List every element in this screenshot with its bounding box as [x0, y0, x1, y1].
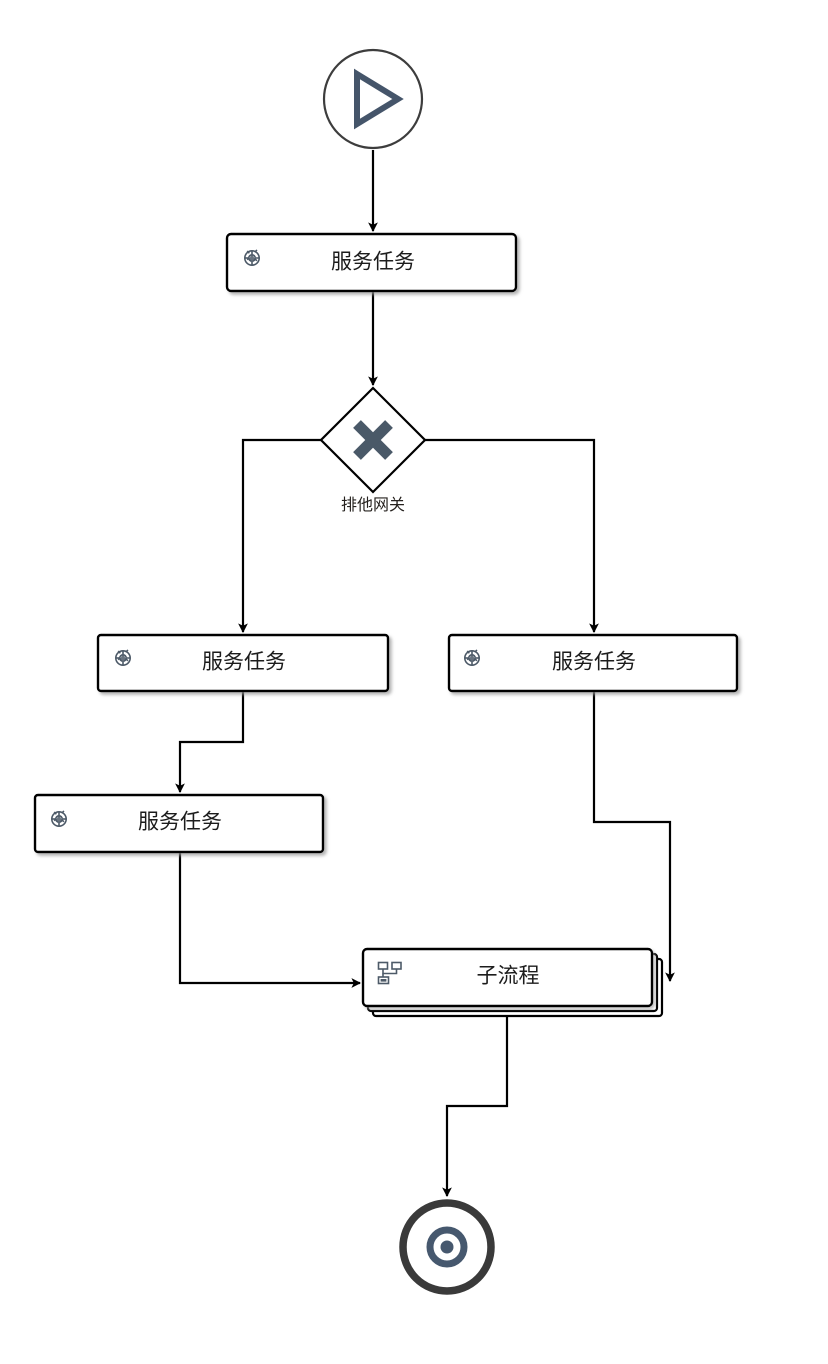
- exclusive-gateway-node[interactable]: 排他网关: [319, 386, 427, 514]
- end-event-node[interactable]: [399, 1199, 495, 1295]
- sequence-flows: [175, 150, 675, 1197]
- sub-process-node[interactable]: 子流程: [361, 947, 664, 1018]
- gear-icon: [464, 649, 480, 666]
- play-triangle-icon: [354, 68, 404, 130]
- service-task-2-node[interactable]: 服务任务: [96, 633, 390, 693]
- flow-task4-to-subprocess: [178, 852, 361, 988]
- service-task-4-label: 服务任务: [138, 811, 222, 834]
- flow-gateway-to-task3: [425, 438, 599, 633]
- subprocess-icon: [377, 961, 402, 985]
- service-task-3-node[interactable]: 服务任务: [447, 633, 739, 693]
- terminate-center-dot: [440, 1240, 454, 1254]
- service-task-1-box: [225, 232, 518, 293]
- service-task-2-box: [96, 633, 390, 693]
- start-event-node[interactable]: [322, 48, 424, 150]
- start-event-circle: [322, 48, 424, 150]
- gear-icon: [51, 810, 67, 827]
- service-task-1-node[interactable]: 服务任务: [225, 232, 518, 293]
- service-task-1-label: 服务任务: [331, 251, 415, 274]
- service-task-4-node[interactable]: 服务任务: [33, 793, 325, 854]
- exclusive-gateway-label: 排他网关: [341, 496, 405, 514]
- flow-task3-to-subprocess: [592, 691, 675, 982]
- service-task-3-box: [447, 633, 739, 693]
- service-task-3-label: 服务任务: [552, 651, 636, 674]
- sub-process-label: 子流程: [477, 965, 540, 988]
- service-task-2-label: 服务任务: [202, 651, 286, 674]
- flow-subprocess-to-end: [442, 1016, 509, 1197]
- x-mark-icon-second-stroke: [353, 420, 393, 460]
- flow-gateway-to-task2: [238, 438, 321, 633]
- flow-task2-to-task4: [175, 691, 245, 793]
- gear-icon: [244, 249, 260, 266]
- sub-process-box: [361, 947, 654, 1008]
- gear-icon: [115, 649, 131, 666]
- service-task-4-box: [33, 793, 325, 854]
- terminate-circle-icon: [426, 1226, 468, 1268]
